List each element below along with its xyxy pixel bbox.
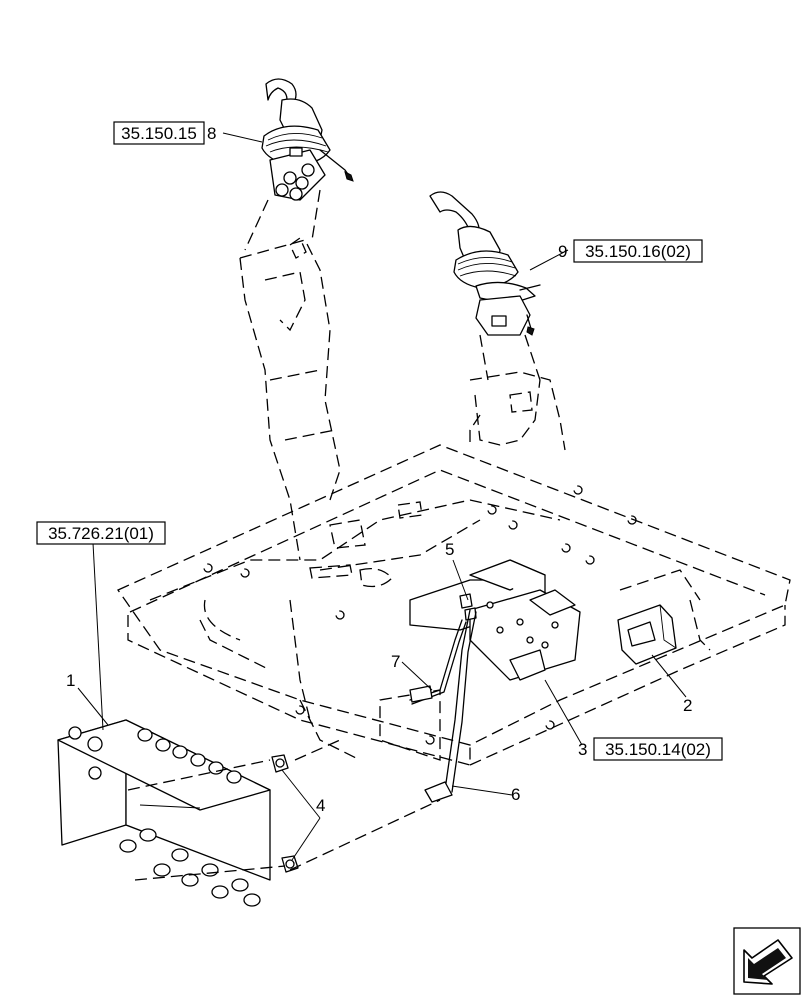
- callout-7: 7: [391, 652, 400, 671]
- reference-box-35-150-16[interactable]: 35.150.16(02): [573, 239, 703, 263]
- reference-label[interactable]: 35.726.21(01): [48, 524, 154, 543]
- left-console-column: [239, 237, 341, 561]
- control-module: [617, 604, 677, 665]
- callout-9: 9: [558, 242, 567, 261]
- pilot-valve-assembly: [409, 559, 581, 681]
- reference-label[interactable]: 35.150.14(02): [605, 740, 711, 759]
- valve-block: [57, 719, 271, 907]
- reference-box-35-726-21[interactable]: 35.726.21(01): [36, 521, 166, 545]
- leader-lines: [77, 132, 687, 861]
- callout-3: 3: [578, 740, 587, 759]
- reference-box-35-150-15[interactable]: 35.150.15: [113, 121, 205, 145]
- joystick-right: [429, 191, 541, 381]
- reference-label[interactable]: 35.150.16(02): [585, 242, 691, 261]
- hoses: [409, 609, 477, 803]
- valve-ports-top: [137, 728, 242, 784]
- callout-2: 2: [683, 696, 692, 715]
- previous-page-arrow-icon[interactable]: [733, 927, 801, 995]
- callout-8: 8: [207, 124, 216, 143]
- right-console-column: [469, 371, 566, 451]
- callout-4: 4: [316, 796, 325, 815]
- callout-1: 1: [66, 671, 75, 690]
- reference-box-35-150-14[interactable]: 35.150.14(02): [593, 737, 723, 761]
- fittings: [127, 739, 441, 881]
- valve-ports-front: [119, 828, 261, 907]
- reference-label[interactable]: 35.150.15: [121, 124, 197, 143]
- callout-5: 5: [445, 540, 454, 559]
- callout-6: 6: [511, 785, 520, 804]
- cab-frame: [117, 444, 791, 766]
- joystick-left: [244, 78, 354, 251]
